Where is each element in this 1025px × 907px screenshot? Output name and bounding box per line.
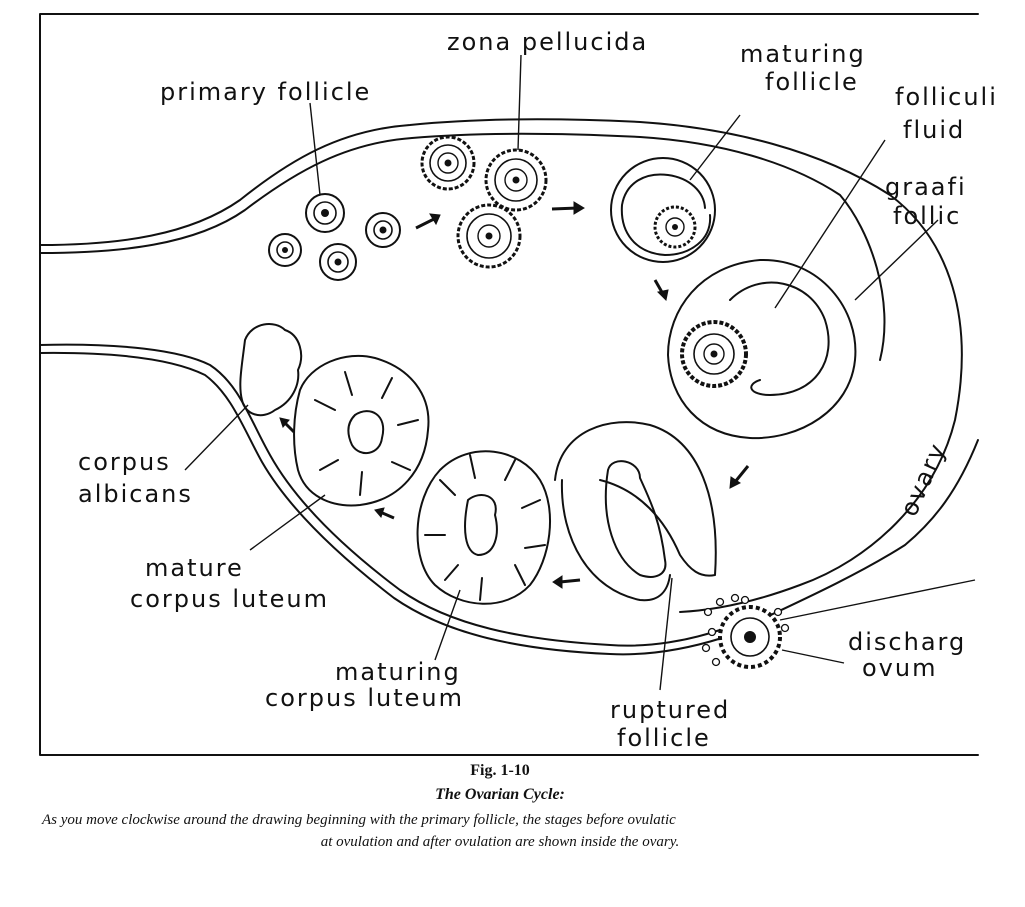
ruptured-follicle-drawing	[554, 421, 717, 602]
ovary-lower-wall	[39, 343, 721, 647]
follicular-fluid-label-line1: folliculi	[895, 83, 998, 111]
arrow-6-icon	[374, 507, 395, 520]
graafian-follicle-label-line2: follic	[893, 202, 961, 230]
arrow-1-icon	[415, 213, 441, 230]
graafian-follicle-label-line1: graafi	[885, 173, 967, 201]
ovary-label: ovary	[895, 438, 952, 520]
ruptured-follicle-label-line1: ruptured	[610, 696, 730, 724]
ovary-right-edge	[721, 439, 979, 639]
figure-number: Fig. 1-10	[470, 762, 530, 779]
mature-corpus-luteum-label-line2: corpus luteum	[130, 585, 329, 613]
figure-title: The Ovarian Cycle:	[435, 786, 565, 803]
growing-follicle-cluster	[420, 135, 548, 269]
mature-corpus-luteum-drawing	[293, 354, 430, 507]
graafian-follicle-drawing	[667, 258, 857, 440]
arrow-2-icon	[551, 201, 585, 215]
ovary-outer-wall	[39, 118, 963, 613]
maturing-follicle-label-line1: maturing	[740, 40, 866, 68]
maturing-corpus-luteum-label-line2: corpus luteum	[265, 684, 464, 712]
arrow-5-icon	[552, 575, 581, 589]
discharged-ovum-label-line1: discharg	[848, 628, 966, 656]
follicular-fluid-label-line2: fluid	[903, 116, 965, 144]
discharged-ovum-drawing	[701, 593, 790, 669]
arrow-4-icon	[729, 465, 750, 489]
maturing-follicle-drawing	[610, 157, 716, 263]
arrow-3-icon	[653, 279, 669, 302]
figure-description-line2: at ovulation and after ovulation are sho…	[320, 834, 680, 850]
cycle-arrows	[279, 201, 750, 589]
primary-follicle-cluster	[268, 193, 401, 281]
corpus-albicans-label-line1: corpus	[78, 448, 171, 476]
ovary-lower-wall-inner	[39, 351, 723, 656]
figure-frame	[39, 13, 979, 756]
mature-corpus-luteum-label-line1: mature	[145, 554, 244, 582]
maturing-follicle-label-line2: follicle	[765, 68, 859, 96]
maturing-corpus-luteum-label-line1: maturing	[335, 658, 461, 686]
ovary-inner-wall	[39, 132, 886, 361]
leader-lines	[184, 54, 976, 691]
zona-pellucida-label: zona pellucida	[447, 28, 648, 56]
primary-follicle-label: primary follicle	[160, 78, 371, 106]
arrow-7-icon	[279, 417, 296, 434]
maturing-corpus-luteum-drawing	[416, 450, 551, 605]
corpus-albicans-drawing	[239, 323, 303, 417]
discharged-ovum-label-line2: ovum	[862, 654, 937, 682]
corpus-albicans-label-line2: albicans	[78, 480, 193, 508]
ruptured-follicle-label-line2: follicle	[617, 724, 711, 752]
figure-description-line1: As you move clockwise around the drawing…	[42, 812, 676, 828]
